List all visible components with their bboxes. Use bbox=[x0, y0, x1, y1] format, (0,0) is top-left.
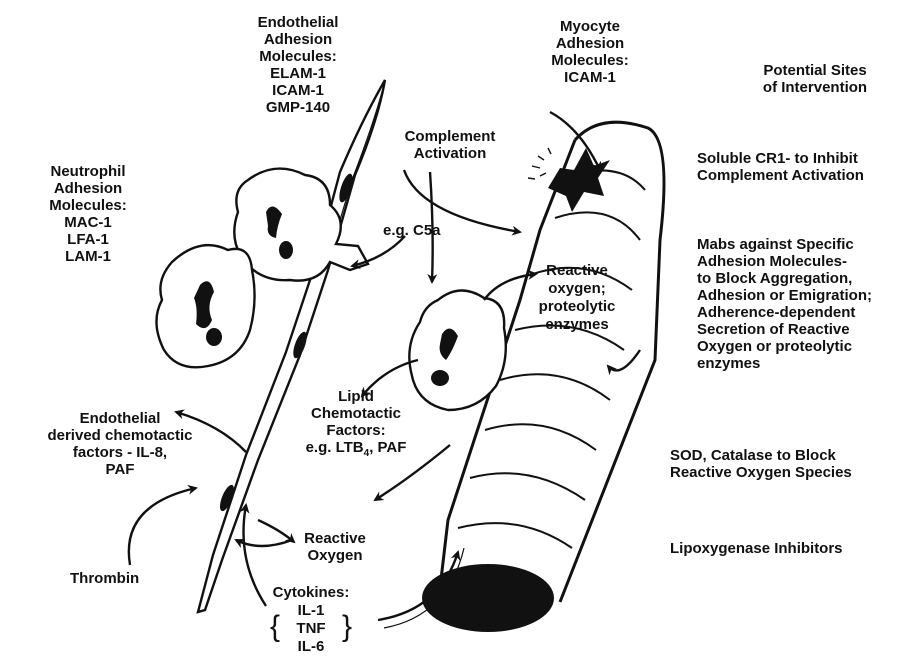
cytokine-list: { IL-1 TNF IL-6 } bbox=[256, 602, 366, 656]
neutrophil-lower bbox=[156, 245, 254, 367]
intervention-sod: SOD, Catalase to Block Reactive Oxygen S… bbox=[670, 447, 852, 481]
neutrophil-attached bbox=[409, 290, 505, 410]
intervention-mabs: Mabs against Specific Adhesion Molecules… bbox=[697, 236, 872, 372]
intervention-title: Potential Sites of Intervention bbox=[725, 62, 905, 96]
c5a-label: e.g. C5a bbox=[383, 222, 441, 239]
injury-spray bbox=[528, 148, 551, 179]
reactive-proteolytic-label: Reactive oxygen; proteolytic enzymes bbox=[522, 262, 632, 334]
thrombin-label: Thrombin bbox=[70, 570, 139, 587]
myocyte-adhesion-label: Myocyte Adhesion Molecules: ICAM-1 bbox=[530, 18, 650, 86]
endothelial-derived-label: Endothelial derived chemotactic factors … bbox=[25, 410, 215, 478]
intervention-cr1: Soluble CR1- to Inhibit Complement Activ… bbox=[697, 150, 864, 184]
left-brace: { bbox=[270, 602, 280, 652]
cylinder-cut-end bbox=[422, 564, 554, 632]
neutrophil-adhesion-label: Neutrophil Adhesion Molecules: MAC-1 LFA… bbox=[28, 163, 148, 265]
lipid-examples: e.g. LTB4, PAF bbox=[296, 439, 416, 462]
lipid-chemotactic-label: Lipid Chemotactic Factors: e.g. LTB4, PA… bbox=[296, 388, 416, 462]
endothelial-adhesion-label: Endothelial Adhesion Molecules: ELAM-1 I… bbox=[228, 14, 368, 116]
right-brace: } bbox=[342, 602, 352, 652]
complement-activation-label: Complement Activation bbox=[390, 128, 510, 162]
reactive-oxygen-label: Reactive Oxygen bbox=[290, 530, 380, 564]
cytokines-label: Cytokines: { IL-1 TNF IL-6 } bbox=[256, 584, 366, 656]
intervention-lipoxygenase: Lipoxygenase Inhibitors bbox=[670, 540, 843, 557]
